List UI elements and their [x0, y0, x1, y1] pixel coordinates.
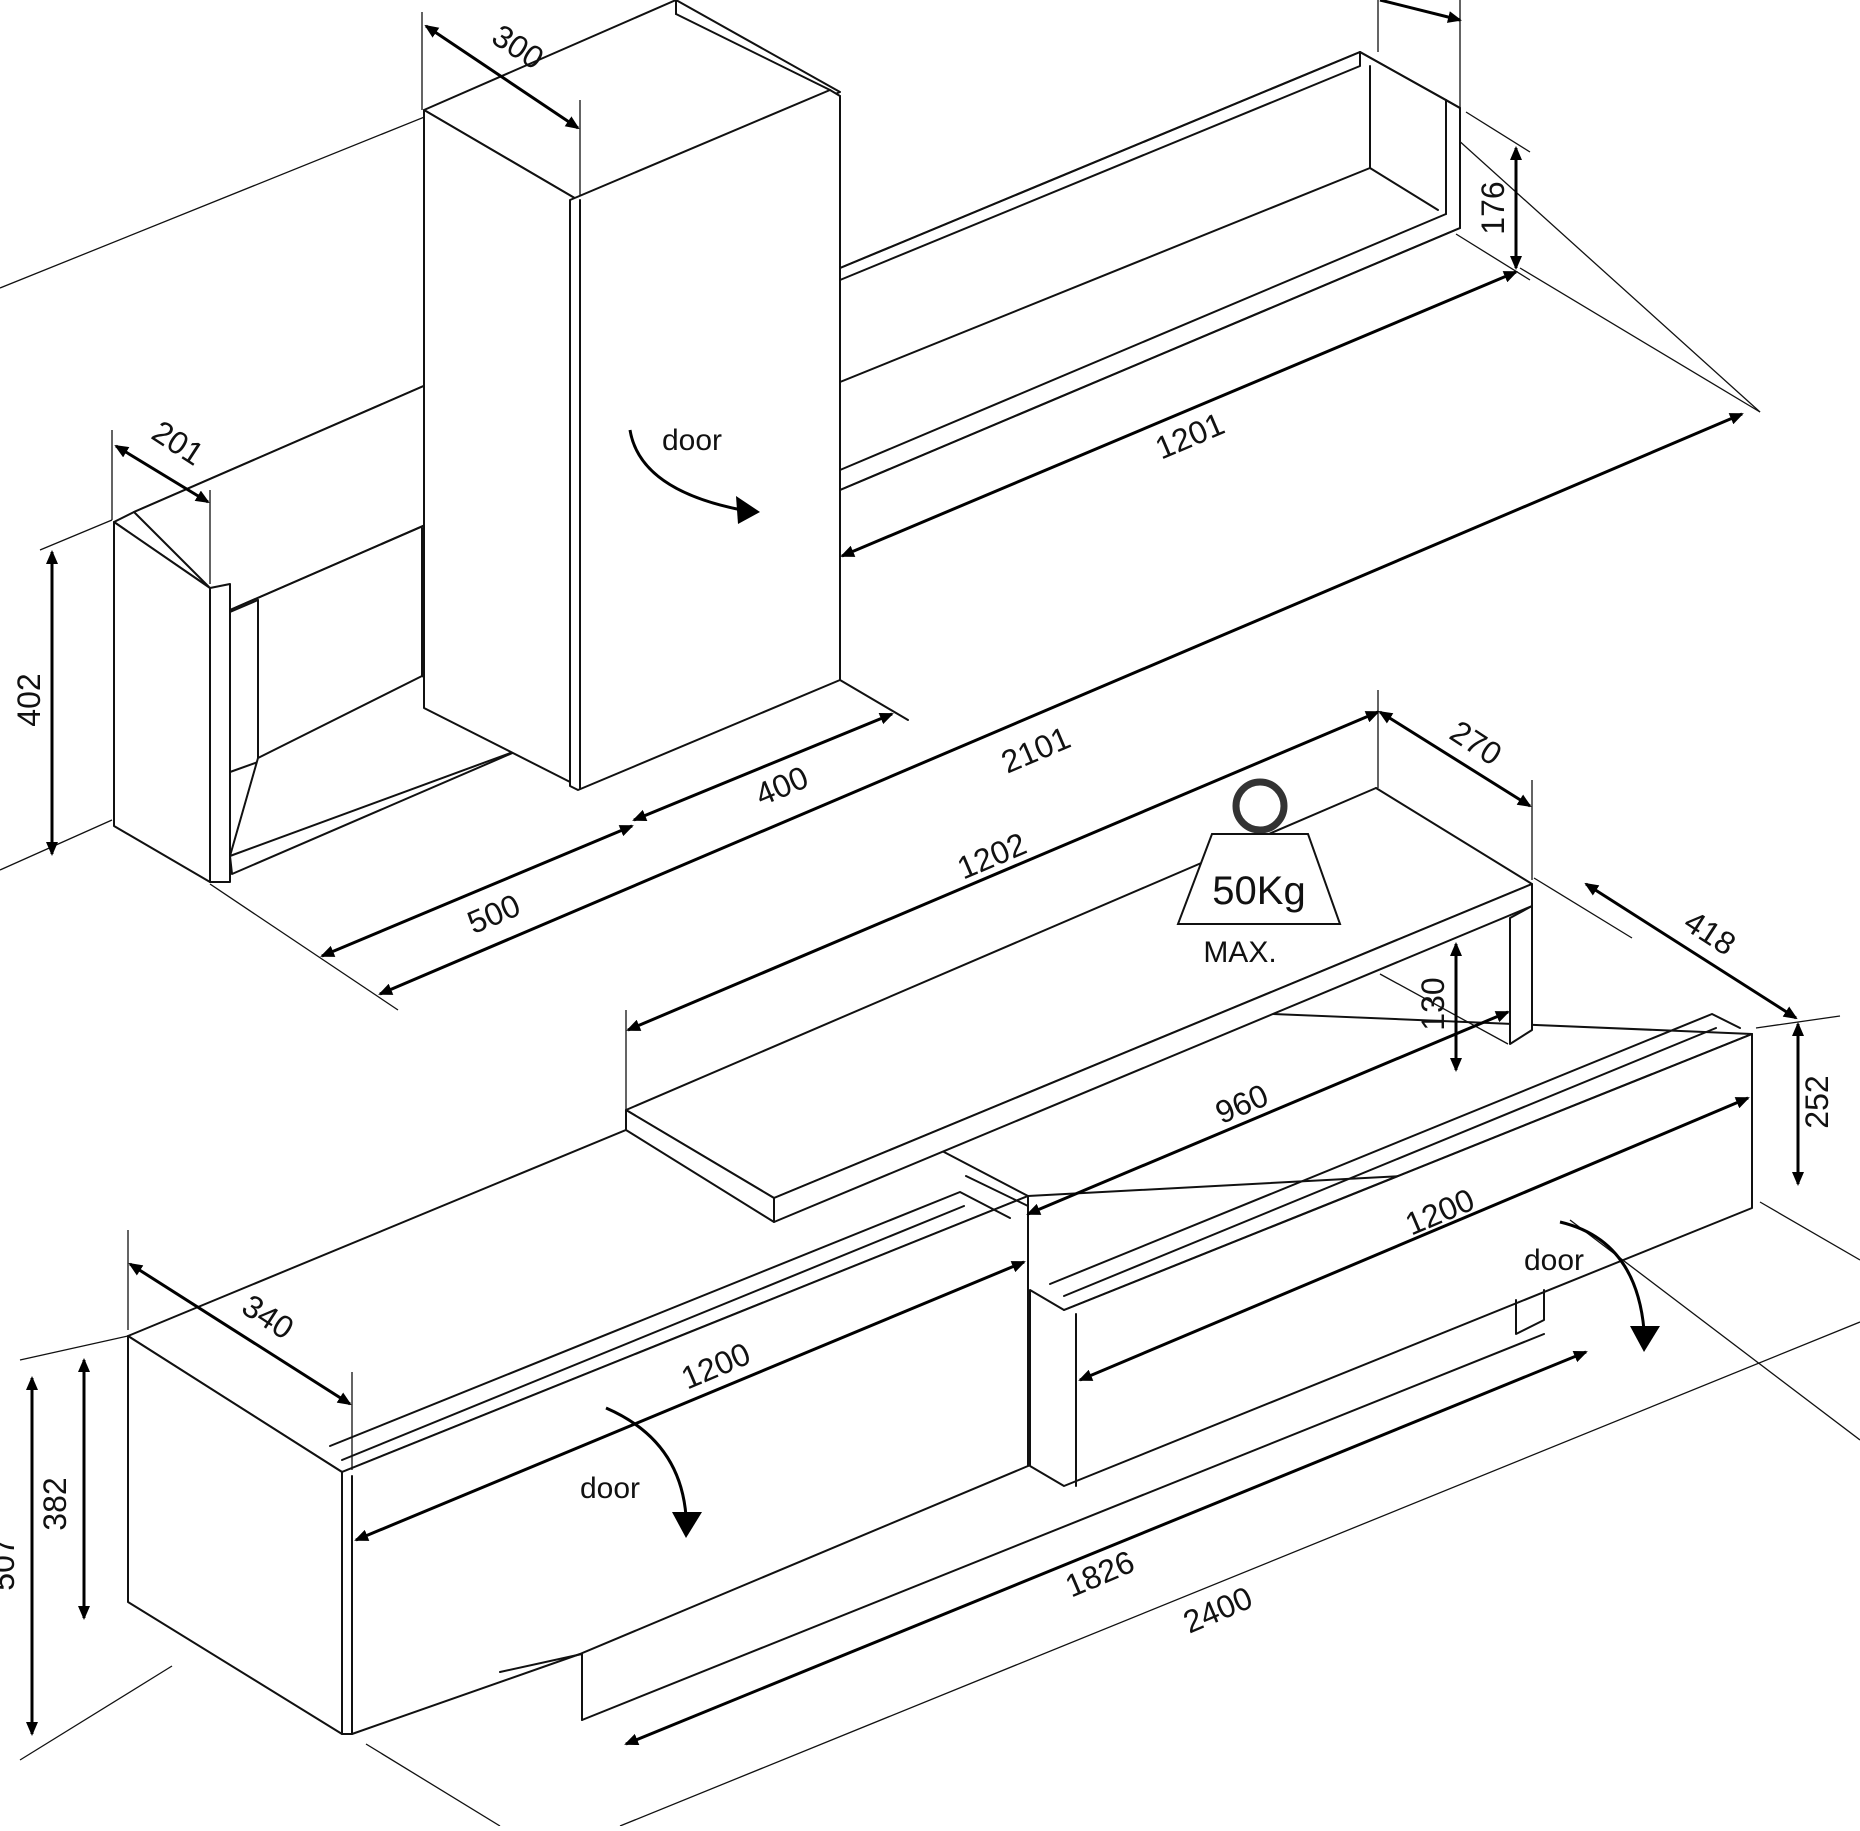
door-indicators: door door door [580, 424, 1660, 1538]
weight-ring [1232, 778, 1288, 834]
door-tall-indicator: door [628, 424, 760, 524]
dim-1826: 1826 [1060, 1543, 1140, 1604]
dim-402: 402 [11, 673, 47, 726]
door-label-right: door [1524, 1244, 1584, 1277]
dim-252: 252 [1799, 1075, 1835, 1128]
dim-130: 130 [1415, 977, 1451, 1030]
weight-icon [1176, 833, 1342, 925]
tall-cabinet [423, 0, 909, 791]
weight-max-note: MAX. [1203, 936, 1276, 969]
dim-176: 176 [1475, 181, 1511, 234]
door-label-left: door [580, 1472, 640, 1505]
dim-382: 382 [37, 1477, 73, 1530]
dim-201: 201 [146, 413, 210, 472]
door-right-indicator: door [1524, 1220, 1660, 1352]
door-label-tall: door [662, 424, 722, 457]
weight-symbol: 50Kg MAX. [1176, 778, 1342, 969]
dim-2101: 2101 [996, 719, 1076, 780]
dim-500: 500 [462, 887, 525, 941]
dim-270: 270 [1444, 713, 1508, 772]
dim-418: 418 [1678, 903, 1742, 962]
door-left-indicator: door [580, 1406, 702, 1538]
dim-2400: 2400 [1178, 1579, 1258, 1640]
weight-value: 50Kg [1212, 869, 1305, 913]
dim-1201: 1201 [1150, 405, 1230, 466]
dim-507: 507 [0, 1537, 21, 1590]
long-wall-shelf [839, 51, 1461, 491]
dimension-lines [19, 0, 1841, 1746]
